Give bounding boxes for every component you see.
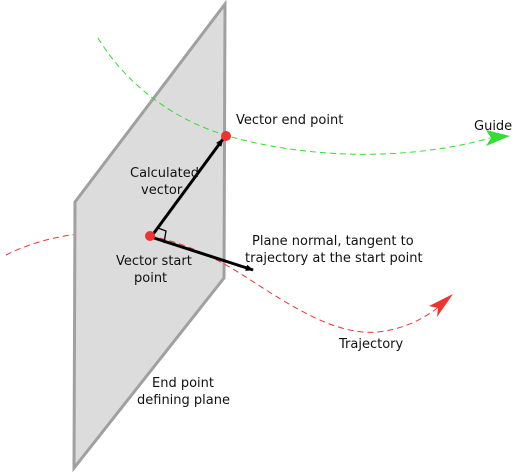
trajectory-label: Trajectory: [338, 337, 403, 352]
vector-start-label-line2: point: [134, 271, 167, 286]
plane-normal-label-line1: Plane normal, tangent to: [252, 234, 414, 249]
vector-end-point: [221, 131, 231, 141]
calculated-vector-label-line2: vector: [141, 183, 183, 198]
guide-arrowhead: [486, 130, 510, 146]
guide-curve: [97, 37, 491, 155]
end-point-plane-label-line1: End point: [152, 376, 214, 391]
plane-normal-label-line2: trajectory at the start point: [245, 251, 423, 266]
vector-start-point: [145, 231, 155, 241]
right-angle-mark: [157, 227, 167, 244]
end-point-plane-label-line2: defining plane: [137, 393, 230, 408]
trajectory-curve-back: [5, 231, 151, 256]
guide-label: Guide: [474, 119, 512, 134]
vector-end-point-label: Vector end point: [236, 113, 343, 128]
vector-start-label-line1: Vector start: [116, 254, 192, 269]
trajectory-arrowhead: [429, 294, 453, 317]
calculated-vector-label-line1: Calculated: [130, 166, 199, 181]
calculated-vector-arrow: [149, 138, 225, 238]
plane-normal-arrow: [150, 235, 254, 272]
